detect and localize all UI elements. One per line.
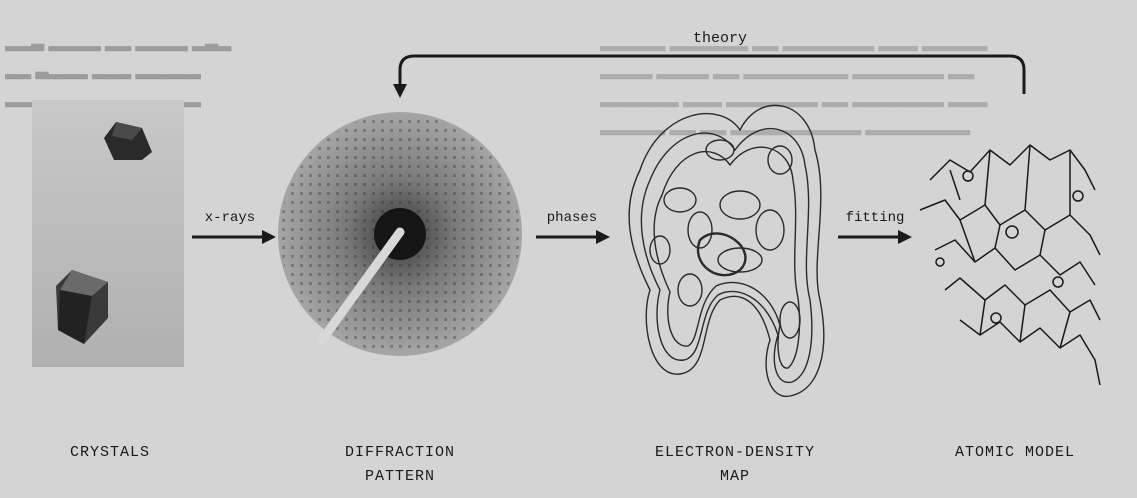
theory-label: theory (680, 30, 760, 47)
diffraction-caption-line2: PATTERN (310, 466, 490, 488)
electron-density-map-image (629, 105, 824, 396)
theory-arrow (393, 56, 1024, 98)
phases-arrow (536, 230, 610, 244)
diffraction-pattern-image (278, 112, 522, 356)
crystals-photo (32, 100, 184, 367)
density-caption-line2: MAP (620, 466, 850, 488)
atomic-model-caption: ATOMIC MODEL (930, 442, 1100, 464)
xrays-arrow (192, 230, 276, 244)
atomic-model-image (920, 145, 1100, 385)
phases-label: phases (538, 210, 606, 226)
xrays-label: x-rays (194, 210, 266, 226)
fitting-arrow (838, 230, 912, 244)
fitting-label: fitting (838, 210, 912, 226)
density-caption-line1: ELECTRON-DENSITY (620, 442, 850, 464)
crystals-caption: CRYSTALS (30, 442, 190, 464)
diffraction-caption-line1: DIFFRACTION (310, 442, 490, 464)
